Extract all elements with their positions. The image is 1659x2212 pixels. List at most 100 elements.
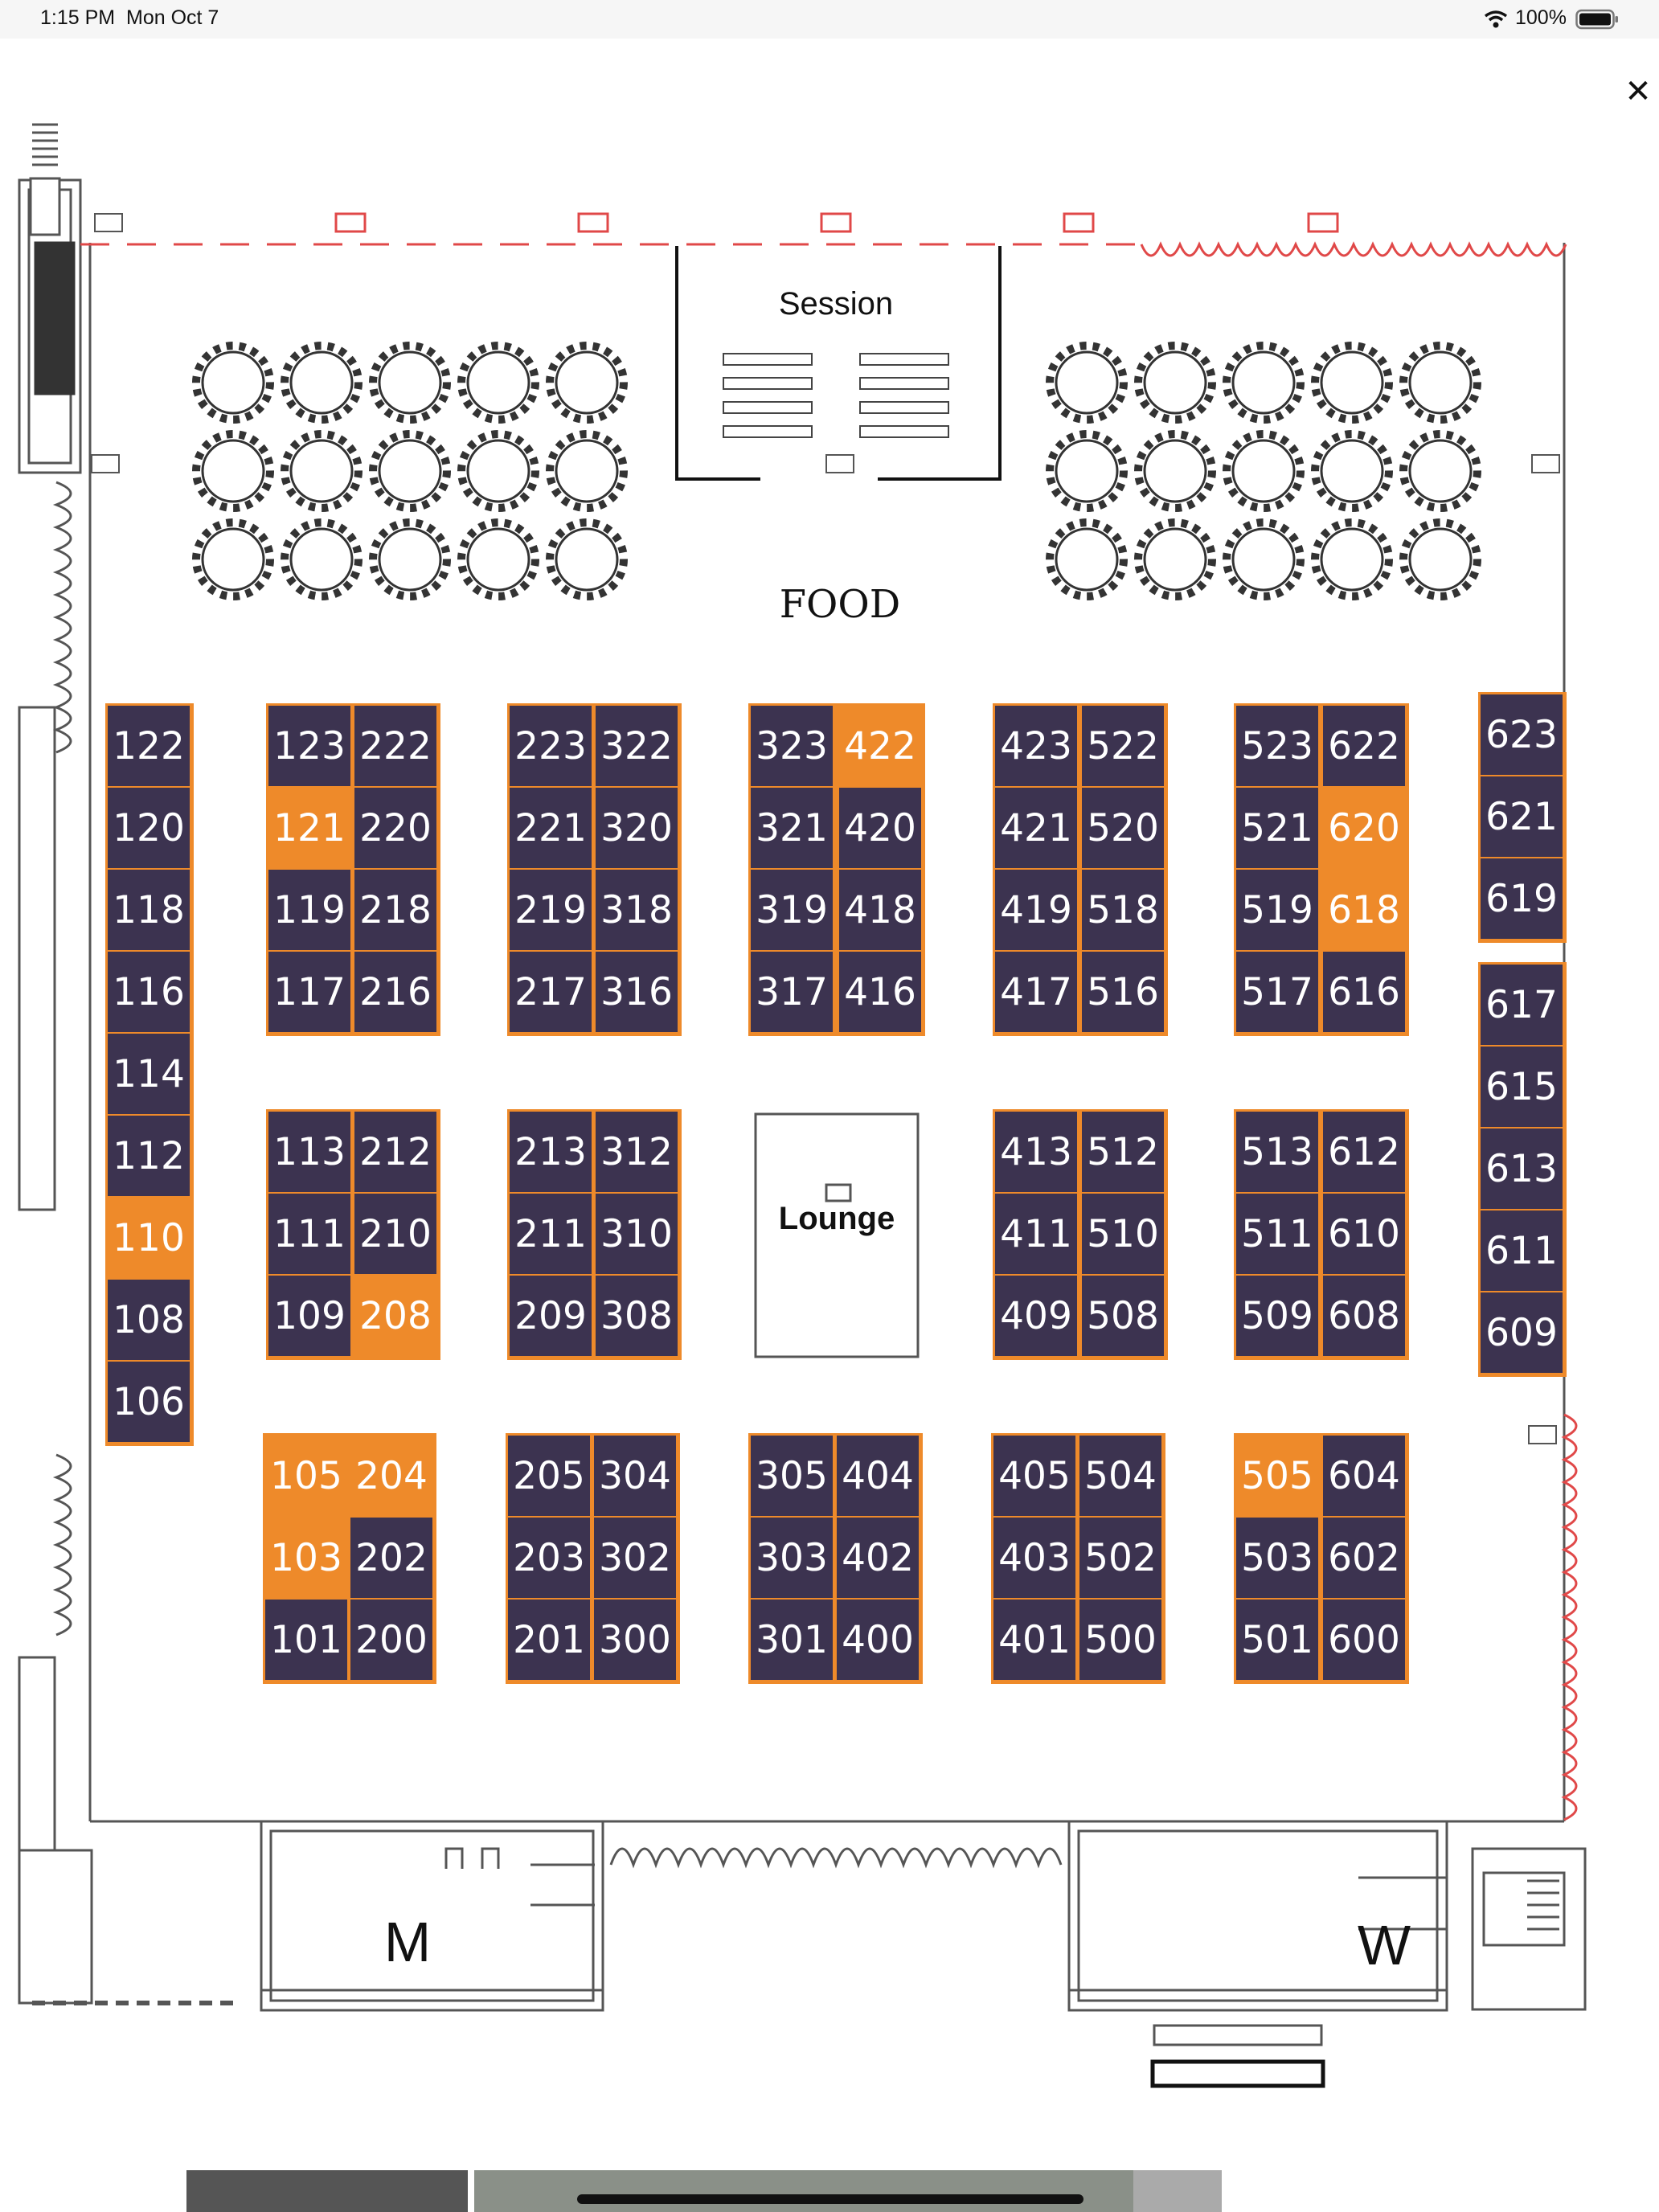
booth-413[interactable]: 413 xyxy=(995,1112,1077,1192)
booth-312[interactable]: 312 xyxy=(596,1112,678,1192)
booth-301[interactable]: 301 xyxy=(751,1600,833,1680)
booth-419[interactable]: 419 xyxy=(995,870,1077,950)
booth-114[interactable]: 114 xyxy=(108,1034,190,1114)
booth-620[interactable]: 620 xyxy=(1323,788,1405,868)
booth-211[interactable]: 211 xyxy=(510,1194,592,1274)
booth-513[interactable]: 513 xyxy=(1236,1112,1318,1192)
booth-318[interactable]: 318 xyxy=(596,870,678,950)
booth-510[interactable]: 510 xyxy=(1082,1194,1164,1274)
booth-518[interactable]: 518 xyxy=(1082,870,1164,950)
booth-422[interactable]: 422 xyxy=(839,706,921,786)
booth-519[interactable]: 519 xyxy=(1236,870,1318,950)
booth-608[interactable]: 608 xyxy=(1323,1276,1405,1356)
home-indicator[interactable] xyxy=(577,2194,1083,2204)
booth-305[interactable]: 305 xyxy=(751,1436,833,1516)
booth-302[interactable]: 302 xyxy=(594,1518,676,1598)
booth-509[interactable]: 509 xyxy=(1236,1276,1318,1356)
booth-523[interactable]: 523 xyxy=(1236,706,1318,786)
booth-210[interactable]: 210 xyxy=(354,1194,436,1274)
booth-400[interactable]: 400 xyxy=(837,1600,919,1680)
booth-500[interactable]: 500 xyxy=(1079,1600,1161,1680)
booth-204[interactable]: 204 xyxy=(350,1436,432,1516)
booth-116[interactable]: 116 xyxy=(108,952,190,1032)
booth-223[interactable]: 223 xyxy=(510,706,592,786)
booth-205[interactable]: 205 xyxy=(508,1436,590,1516)
booth-213[interactable]: 213 xyxy=(510,1112,592,1192)
booth-308[interactable]: 308 xyxy=(596,1276,678,1356)
booth-619[interactable]: 619 xyxy=(1481,858,1563,939)
booth-112[interactable]: 112 xyxy=(108,1116,190,1196)
booth-300[interactable]: 300 xyxy=(594,1600,676,1680)
booth-517[interactable]: 517 xyxy=(1236,952,1318,1032)
booth-411[interactable]: 411 xyxy=(995,1194,1077,1274)
booth-616[interactable]: 616 xyxy=(1323,952,1405,1032)
booth-604[interactable]: 604 xyxy=(1323,1436,1405,1516)
booth-310[interactable]: 310 xyxy=(596,1194,678,1274)
booth-119[interactable]: 119 xyxy=(268,870,350,950)
booth-405[interactable]: 405 xyxy=(993,1436,1075,1516)
booth-401[interactable]: 401 xyxy=(993,1600,1075,1680)
booth-623[interactable]: 623 xyxy=(1481,694,1563,775)
booth-516[interactable]: 516 xyxy=(1082,952,1164,1032)
booth-610[interactable]: 610 xyxy=(1323,1194,1405,1274)
booth-111[interactable]: 111 xyxy=(268,1194,350,1274)
booth-617[interactable]: 617 xyxy=(1481,965,1563,1045)
booth-511[interactable]: 511 xyxy=(1236,1194,1318,1274)
booth-409[interactable]: 409 xyxy=(995,1276,1077,1356)
booth-423[interactable]: 423 xyxy=(995,706,1077,786)
booth-322[interactable]: 322 xyxy=(596,706,678,786)
booth-200[interactable]: 200 xyxy=(350,1600,432,1680)
booth-212[interactable]: 212 xyxy=(354,1112,436,1192)
booth-203[interactable]: 203 xyxy=(508,1518,590,1598)
booth-416[interactable]: 416 xyxy=(839,952,921,1032)
booth-501[interactable]: 501 xyxy=(1236,1600,1318,1680)
booth-222[interactable]: 222 xyxy=(354,706,436,786)
booth-109[interactable]: 109 xyxy=(268,1276,350,1356)
booth-615[interactable]: 615 xyxy=(1481,1047,1563,1127)
booth-117[interactable]: 117 xyxy=(268,952,350,1032)
booth-220[interactable]: 220 xyxy=(354,788,436,868)
booth-218[interactable]: 218 xyxy=(354,870,436,950)
booth-202[interactable]: 202 xyxy=(350,1518,432,1598)
booth-522[interactable]: 522 xyxy=(1082,706,1164,786)
booth-101[interactable]: 101 xyxy=(265,1600,347,1680)
booth-320[interactable]: 320 xyxy=(596,788,678,868)
booth-123[interactable]: 123 xyxy=(268,706,350,786)
booth-118[interactable]: 118 xyxy=(108,870,190,950)
booth-421[interactable]: 421 xyxy=(995,788,1077,868)
booth-105[interactable]: 105 xyxy=(265,1436,347,1516)
booth-304[interactable]: 304 xyxy=(594,1436,676,1516)
booth-613[interactable]: 613 xyxy=(1481,1129,1563,1209)
booth-120[interactable]: 120 xyxy=(108,788,190,868)
close-button[interactable]: ✕ xyxy=(1624,73,1652,110)
booth-609[interactable]: 609 xyxy=(1481,1292,1563,1373)
booth-319[interactable]: 319 xyxy=(751,870,833,950)
booth-110[interactable]: 110 xyxy=(108,1198,190,1278)
booth-508[interactable]: 508 xyxy=(1082,1276,1164,1356)
booth-103[interactable]: 103 xyxy=(265,1518,347,1598)
booth-621[interactable]: 621 xyxy=(1481,776,1563,857)
booth-404[interactable]: 404 xyxy=(837,1436,919,1516)
booth-622[interactable]: 622 xyxy=(1323,706,1405,786)
booth-321[interactable]: 321 xyxy=(751,788,833,868)
booth-216[interactable]: 216 xyxy=(354,952,436,1032)
booth-600[interactable]: 600 xyxy=(1323,1600,1405,1680)
booth-402[interactable]: 402 xyxy=(837,1518,919,1598)
booth-201[interactable]: 201 xyxy=(508,1600,590,1680)
booth-611[interactable]: 611 xyxy=(1481,1210,1563,1291)
booth-512[interactable]: 512 xyxy=(1082,1112,1164,1192)
booth-502[interactable]: 502 xyxy=(1079,1518,1161,1598)
booth-505[interactable]: 505 xyxy=(1236,1436,1318,1516)
booth-221[interactable]: 221 xyxy=(510,788,592,868)
booth-217[interactable]: 217 xyxy=(510,952,592,1032)
booth-209[interactable]: 209 xyxy=(510,1276,592,1356)
booth-121[interactable]: 121 xyxy=(268,788,350,868)
booth-208[interactable]: 208 xyxy=(354,1276,436,1356)
booth-303[interactable]: 303 xyxy=(751,1518,833,1598)
booth-618[interactable]: 618 xyxy=(1323,870,1405,950)
booth-108[interactable]: 108 xyxy=(108,1280,190,1360)
booth-418[interactable]: 418 xyxy=(839,870,921,950)
booth-602[interactable]: 602 xyxy=(1323,1518,1405,1598)
booth-403[interactable]: 403 xyxy=(993,1518,1075,1598)
booth-521[interactable]: 521 xyxy=(1236,788,1318,868)
